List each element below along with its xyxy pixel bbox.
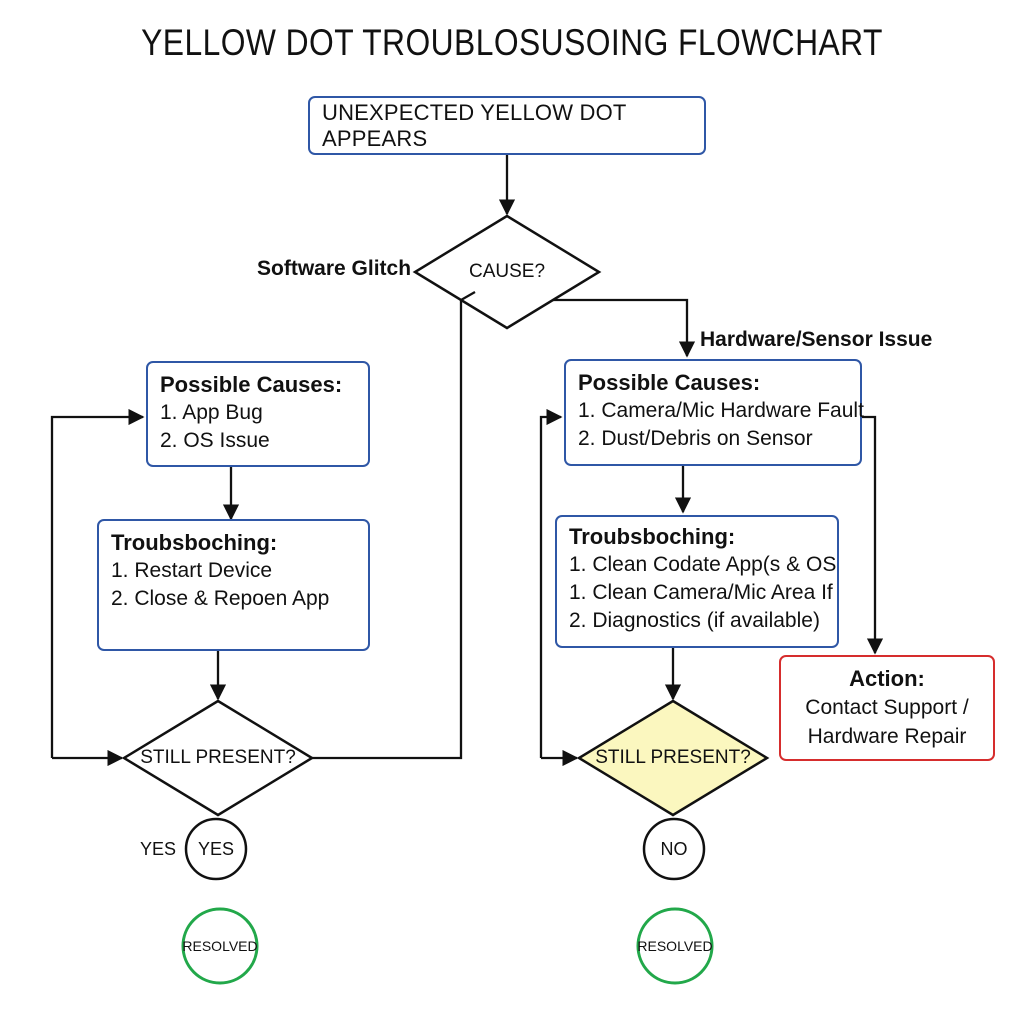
left-troubleshooting-heading: Troubsboching:	[111, 530, 278, 555]
right-troubleshooting-heading: Troubsboching:	[569, 524, 736, 549]
right-causes-heading: Possible Causes:	[578, 370, 761, 395]
resolved-left-text: RESOLVED	[182, 938, 258, 954]
connector-left-decision-to-cause	[312, 291, 476, 760]
branch-software-label: Software Glitch	[257, 257, 412, 280]
page-title: YELLOW DOT TROUBLOSUSOING FLOWCHART	[141, 22, 883, 63]
right-troubleshooting-item: 1. Clean Codate App(s & OS	[569, 553, 837, 576]
start-text: UNEXPECTED YELLOW DOT APPEARS	[322, 99, 627, 151]
yes-circle-text: YES	[197, 838, 235, 859]
decision-cause-text: CAUSE?	[468, 261, 546, 282]
left-cause-item: 2. OS Issue	[160, 429, 270, 452]
left-causes-heading: Possible Causes:	[160, 372, 343, 397]
connector-cause-hardware	[553, 298, 696, 358]
right-troubleshooting-item: 2. Diagnostics (if available)	[569, 609, 820, 632]
decision-left-shape	[121, 699, 315, 817]
decision-right-shape	[576, 699, 770, 817]
no-circle-text: NO	[660, 838, 688, 859]
action-item: Hardware Repair	[807, 725, 967, 748]
left-yes-side-label: YES	[139, 838, 177, 859]
connector-causes-action	[861, 415, 884, 655]
connector-left-loop-back	[50, 408, 145, 758]
right-cause-item: 2. Dust/Debris on Sensor	[578, 427, 813, 450]
right-troubleshooting-box: Troubsboching: 1. Clean Codate App(s & O…	[555, 515, 839, 648]
resolved-left-shape	[181, 907, 259, 985]
action-heading: Action:	[849, 666, 925, 691]
left-troubleshooting-item: 1. Restart Device	[111, 559, 273, 582]
connector-right-loop-back	[539, 408, 563, 758]
right-cause-item: 1. Camera/Mic Hardware Fault	[578, 399, 864, 422]
action-box: Action: Contact Support / Hardware Repai…	[779, 655, 995, 761]
no-circle-shape	[642, 817, 706, 881]
action-item: Contact Support /	[805, 696, 969, 719]
yes-circle-shape	[184, 817, 248, 881]
left-troubleshooting-item: 2. Close & Repoen App	[111, 587, 330, 610]
right-causes-box: Possible Causes: 1. Camera/Mic Hardware …	[564, 359, 864, 466]
branch-hardware-label: Hardware/Sensor Issue	[700, 328, 933, 351]
decision-right-text: STILL PRESENT?	[595, 747, 751, 768]
left-cause-item: 1. App Bug	[160, 401, 263, 424]
resolved-right-shape	[636, 907, 714, 985]
left-causes-box: Possible Causes: 1. App Bug 2. OS Issue	[146, 361, 370, 467]
right-troubleshooting-item: 1. Clean Camera/Mic Area If	[569, 581, 833, 604]
left-troubleshooting-box: Troubsboching: 1. Restart Device 2. Clos…	[97, 519, 370, 651]
decision-left-text: STILL PRESENT?	[140, 747, 296, 768]
resolved-right-text: RESOLVED	[637, 938, 713, 954]
start-box: UNEXPECTED YELLOW DOT APPEARS	[308, 96, 706, 155]
